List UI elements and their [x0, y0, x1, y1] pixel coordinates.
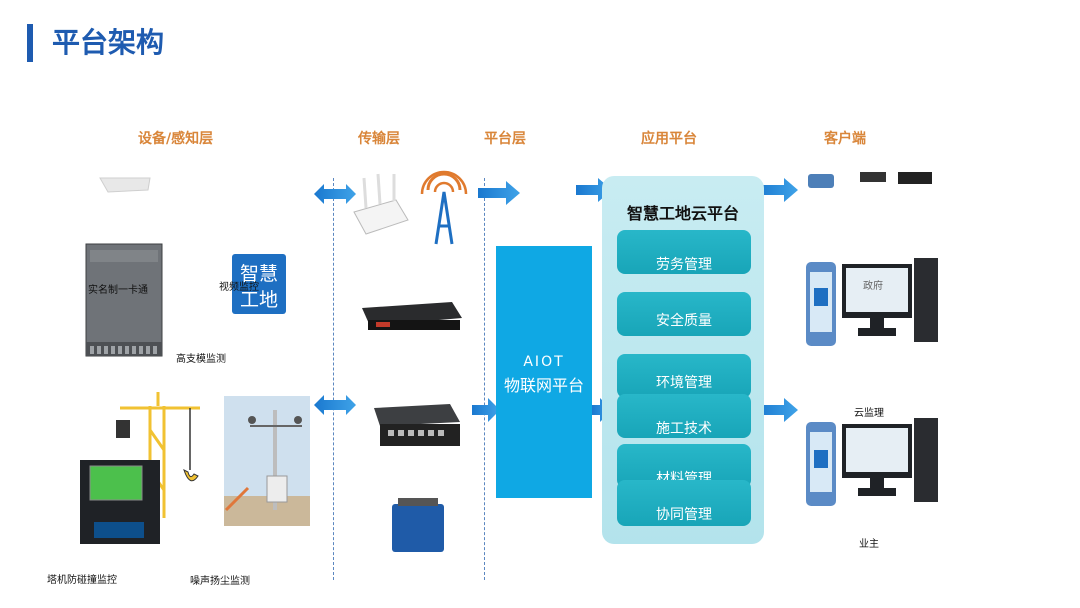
transport-devices — [353, 170, 468, 552]
module-safety-quality-label: 安全质量 — [656, 313, 712, 329]
double-arrow-bottom — [314, 395, 356, 415]
aiot-platform-box: AIOT 物联网平台 — [496, 246, 592, 498]
client-devices — [806, 172, 938, 506]
arrow-transport-platform-top — [478, 181, 520, 205]
double-arrow-top — [314, 184, 356, 204]
column-heading-transport-layer: 传输层 — [358, 131, 400, 147]
label-noise-dust: 噪声扬尘监测 — [190, 576, 250, 587]
page-title: 平台架构 — [52, 26, 165, 59]
label-tower-crane: 塔机防碰撞监控 — [47, 575, 117, 586]
client-group-gov — [806, 258, 938, 346]
wireless-tower-icon — [420, 170, 468, 245]
label-high-formwork: 高支模监测 — [176, 354, 226, 365]
label-video-surveillance: 视频监控 — [219, 282, 259, 293]
aiot-platform-line1: AIOT — [523, 354, 565, 370]
arrow-cloud-client-bottom — [756, 398, 798, 422]
separator-transport-platform — [484, 178, 485, 580]
module-collaboration-label: 协同管理 — [656, 507, 712, 523]
label-client-owner: 业主 — [859, 539, 879, 550]
nvr-icon — [362, 302, 462, 330]
module-labor-label: 劳务管理 — [656, 257, 712, 273]
column-heading-device-layer: 设备/感知层 — [138, 131, 214, 147]
label-client-gov: 政府 — [863, 281, 883, 292]
arrow-cloud-client-top — [756, 178, 798, 202]
module-collaboration: 协同管理 — [617, 480, 751, 526]
module-environment-label: 环境管理 — [656, 375, 712, 391]
title-accent-bar — [27, 24, 33, 62]
router-icon — [353, 173, 409, 235]
label-realname-card: 实名制一卡通 — [88, 285, 148, 296]
column-heading-application: 应用平台 — [641, 131, 697, 147]
column-heading-platform-layer: 平台层 — [484, 131, 526, 147]
svg-text:工地: 工地 — [240, 289, 278, 311]
arrow-transport-platform-bottom — [472, 398, 500, 422]
module-labor: 劳务管理 — [617, 230, 751, 274]
aiot-platform-line2: 物联网平台 — [503, 376, 584, 395]
cloud-platform-title: 智慧工地云平台 — [626, 204, 739, 223]
label-client-cloud-supervision: 云监理 — [854, 408, 884, 419]
module-safety-quality: 安全质量 — [617, 292, 751, 336]
svg-text:智慧: 智慧 — [240, 263, 278, 285]
network-switch-icon — [374, 404, 460, 446]
module-environment: 环境管理 — [617, 354, 751, 398]
device-illustrations: 智慧 工地 — [80, 177, 310, 544]
gateway-icon — [392, 498, 444, 552]
module-construction-tech-label: 施工技术 — [656, 421, 712, 437]
separator-device-transport — [333, 178, 334, 580]
column-heading-client: 客户端 — [824, 131, 866, 147]
module-construction-tech: 施工技术 — [617, 394, 751, 438]
phone-icon — [808, 174, 834, 188]
client-group-owner — [806, 418, 938, 506]
